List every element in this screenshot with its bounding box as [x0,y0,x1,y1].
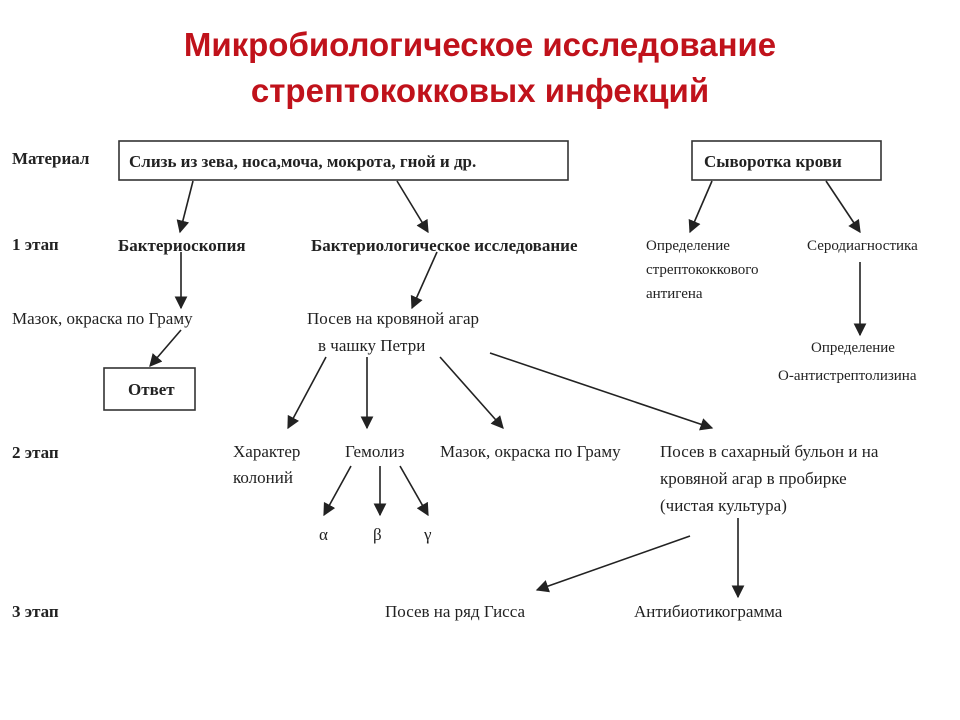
stage-label-3: 3 этап [12,602,59,621]
arrow-hemolysis-to-gamma [399,465,429,517]
arrow-hemolysis-to-alpha [323,465,352,517]
stage-label-2: 2 этап [12,443,59,462]
hemolysis-label: Гемолиз [345,442,405,461]
arrow-culture-to-colonies [287,356,327,430]
specimens-text: Слизь из зева, носа,моча, мокрота, гной … [129,152,476,171]
bacterioscopy-label: Бактериоскопия [118,236,246,255]
arrow-serum-to-antigen [688,180,713,234]
aso-label-line-1: Определение [811,340,895,356]
answer-box [103,367,196,411]
stage-label-1: 1 этап [12,235,59,254]
antibiogram-label: Антибиотикограмма [634,602,783,621]
colonies-label-line-2: колоний [233,468,293,487]
specimens-box [118,140,569,181]
arrow-broth-to-hiss [535,535,691,593]
bacteriological-label: Бактериологическое исследование [311,236,578,255]
title-line-2: стрептококковых инфекций [250,72,710,109]
gamma-label: γ [423,525,432,544]
arrow-specimens-to-bacterioscopy [176,180,194,234]
antigen-label-line-2: стрептококкового [646,262,759,278]
antigen-label-line-3: антигена [646,286,703,302]
arrow-bacteriological-to-culture [410,251,438,310]
answer-text: Ответ [128,380,175,399]
culture-label-line-1: Посев на кровяной агар [307,309,479,328]
title-line-1: Микробиологическое исследование [183,26,777,63]
arrow-serum-to-serodiagnostics [825,180,861,234]
beta-label: β [373,525,382,544]
aso-label-line-2: О-антистрептолизина [778,368,917,384]
hiss-label: Посев на ряд Гисса [385,602,525,621]
stage2-smear-label: Мазок, окраска по Граму [440,442,621,461]
smear-label: Мазок, окраска по Граму [12,309,193,328]
stage-label-material: Материал [12,149,90,168]
alpha-label: α [319,525,328,544]
arrow-culture-to-broth [489,352,714,431]
arrow-specimens-to-bacteriological [396,180,429,234]
serum-box [691,140,882,181]
broth-label-line-2: кровяной агар в пробирке [660,469,847,488]
antigen-label-line-1: Определение [646,238,730,254]
broth-label-line-1: Посев в сахарный бульон и на [660,442,879,461]
colonies-label-line-1: Характер [233,442,300,461]
arrow-smear-to-answer [149,329,182,367]
arrow-culture-to-smear [439,356,504,429]
serum-text: Сыворотка крови [704,152,842,171]
serodiagnostics-label: Серодиагностика [807,238,918,254]
slide-title: Микробиологическое исследование стрепток… [0,22,960,114]
broth-label-line-3: (чистая культура) [660,496,787,515]
culture-label-line-2: в чашку Петри [318,336,425,355]
